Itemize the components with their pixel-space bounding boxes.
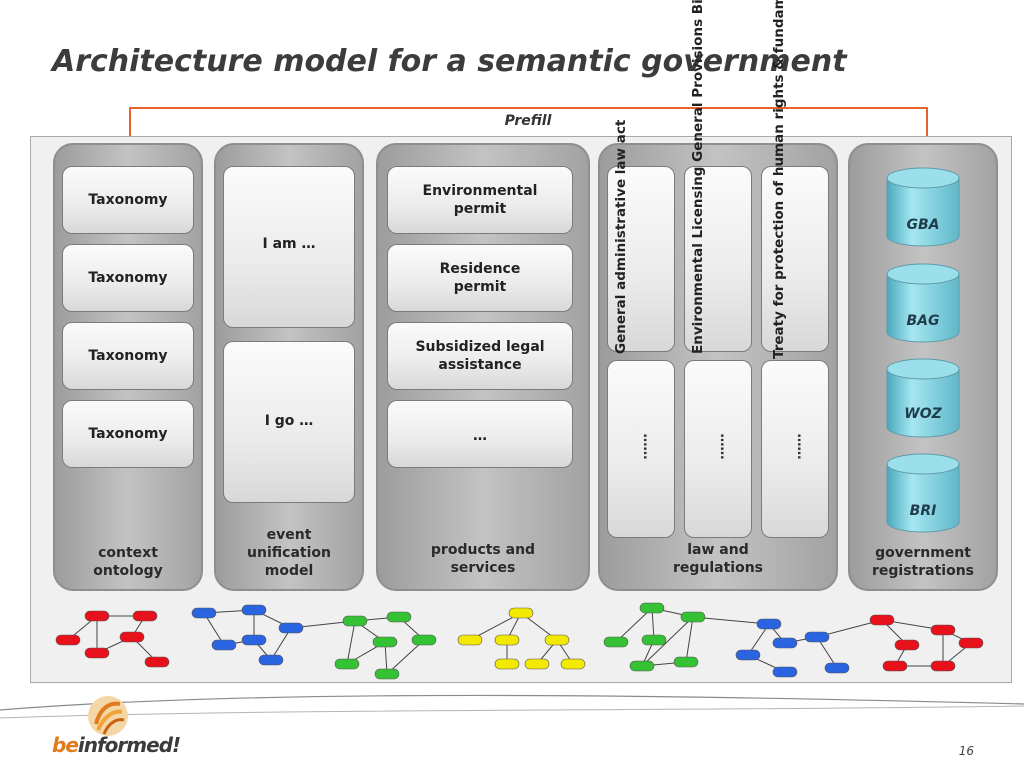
bri-label: BRI bbox=[909, 503, 937, 519]
woz-label: WOZ bbox=[904, 406, 942, 422]
i-go-box: I go … bbox=[223, 341, 355, 503]
more-products-box: … bbox=[387, 400, 573, 468]
law-ellipsis: …… bbox=[789, 433, 805, 460]
page-number: 16 bbox=[958, 744, 974, 758]
taxonomy-box: Taxonomy bbox=[62, 244, 194, 312]
law-box-top bbox=[684, 166, 752, 352]
environmental-permit-box: Environmental permit bbox=[387, 166, 573, 234]
company-logo: beinformed! bbox=[52, 733, 181, 757]
human-rights-treaty-label: Treaty for protection of human rights & … bbox=[771, 0, 787, 359]
law-box-bottom bbox=[684, 360, 752, 538]
woz-database-icon: WOZ bbox=[885, 357, 961, 439]
i-am-box: I am … bbox=[223, 166, 355, 328]
bri-database-icon: BRI bbox=[885, 452, 961, 534]
logo-icon bbox=[88, 696, 128, 736]
government-registrations-label: government registrations bbox=[871, 545, 974, 579]
general-administrative-law-act-label: General administrative law act bbox=[613, 119, 629, 354]
bag-database-icon: BAG bbox=[885, 262, 961, 344]
law-box-bottom bbox=[761, 360, 829, 538]
slide-title: Architecture model for a semantic govern… bbox=[52, 44, 847, 79]
law-box-top bbox=[607, 166, 675, 352]
products-services-label: products and services bbox=[430, 542, 536, 576]
law-ellipsis: …… bbox=[635, 433, 651, 460]
taxonomy-box: Taxonomy bbox=[62, 322, 194, 390]
prefill-label: Prefill bbox=[504, 113, 552, 129]
environmental-licensing-bill-label: Environmental Licensing General Provisio… bbox=[690, 0, 706, 354]
law-ellipsis: …… bbox=[712, 433, 728, 460]
law-regulations-label: law and regulations bbox=[672, 542, 764, 576]
context-ontology-label: context ontology bbox=[93, 545, 163, 579]
gba-database-icon: GBA bbox=[885, 166, 961, 248]
subsidized-legal-assistance-box: Subsidized legal assistance bbox=[387, 322, 573, 390]
event-unification-label: event unification model bbox=[247, 527, 331, 579]
taxonomy-box: Taxonomy bbox=[62, 400, 194, 468]
law-box-top bbox=[761, 166, 829, 352]
bag-label: BAG bbox=[906, 313, 940, 329]
taxonomy-box: Taxonomy bbox=[62, 166, 194, 234]
gba-label: GBA bbox=[906, 217, 940, 233]
law-box-bottom bbox=[607, 360, 675, 538]
residence-permit-box: Residence permit bbox=[387, 244, 573, 312]
